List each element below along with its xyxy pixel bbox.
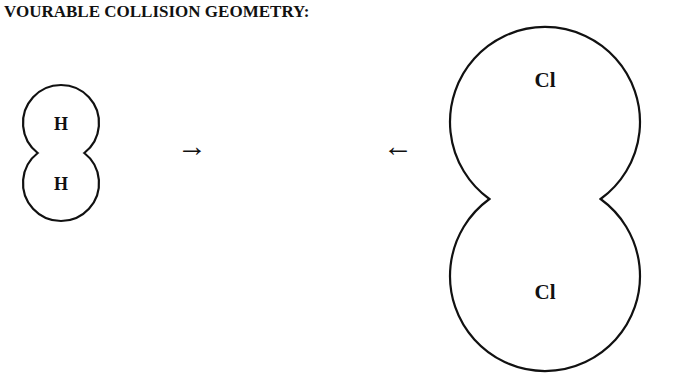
atom: Cl	[531, 66, 560, 95]
atom: H	[50, 172, 72, 197]
atom-symbol: Cl	[535, 280, 556, 305]
direction-arrow: ←	[383, 131, 413, 161]
hydrogen-molecule-outline	[23, 85, 99, 221]
atom-symbol: H	[54, 114, 68, 135]
direction-arrow: →	[177, 131, 207, 161]
atom-symbol: H	[54, 174, 68, 195]
diagram-title: VOURABLE COLLISION GEOMETRY:	[4, 2, 309, 22]
atom: Cl	[531, 278, 560, 307]
atom: H	[50, 112, 72, 137]
atom-symbol: Cl	[535, 68, 556, 93]
chlorine-molecule-outline	[450, 27, 640, 371]
